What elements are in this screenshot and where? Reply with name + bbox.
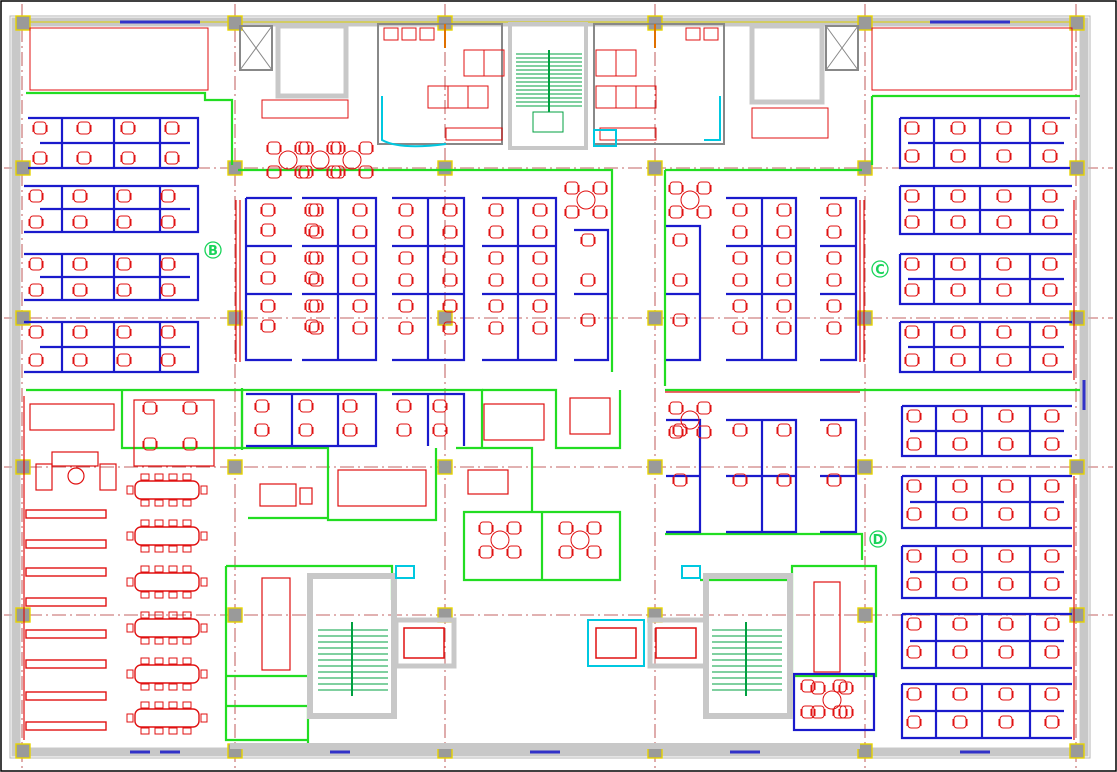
workstations-east — [792, 116, 1072, 740]
zone-marker-c-label: C — [875, 263, 885, 278]
west-meeting-area — [25, 397, 841, 731]
zone-marker-b-label: B — [208, 244, 218, 259]
zone-marker-c: C — [871, 260, 889, 278]
zone-marker-d-label: D — [873, 533, 884, 548]
perimeter-windows — [23, 200, 1075, 740]
bottom-cores — [230, 565, 860, 749]
workstations-east-center — [666, 196, 858, 534]
workstations-west — [24, 116, 200, 374]
structural-columns — [15, 15, 1085, 759]
zone-marker-d: D — [869, 530, 887, 548]
green-partitions — [26, 91, 1080, 746]
top-core — [29, 22, 1073, 150]
zone-marker-b: B — [204, 241, 222, 259]
workstations-center — [244, 196, 610, 448]
